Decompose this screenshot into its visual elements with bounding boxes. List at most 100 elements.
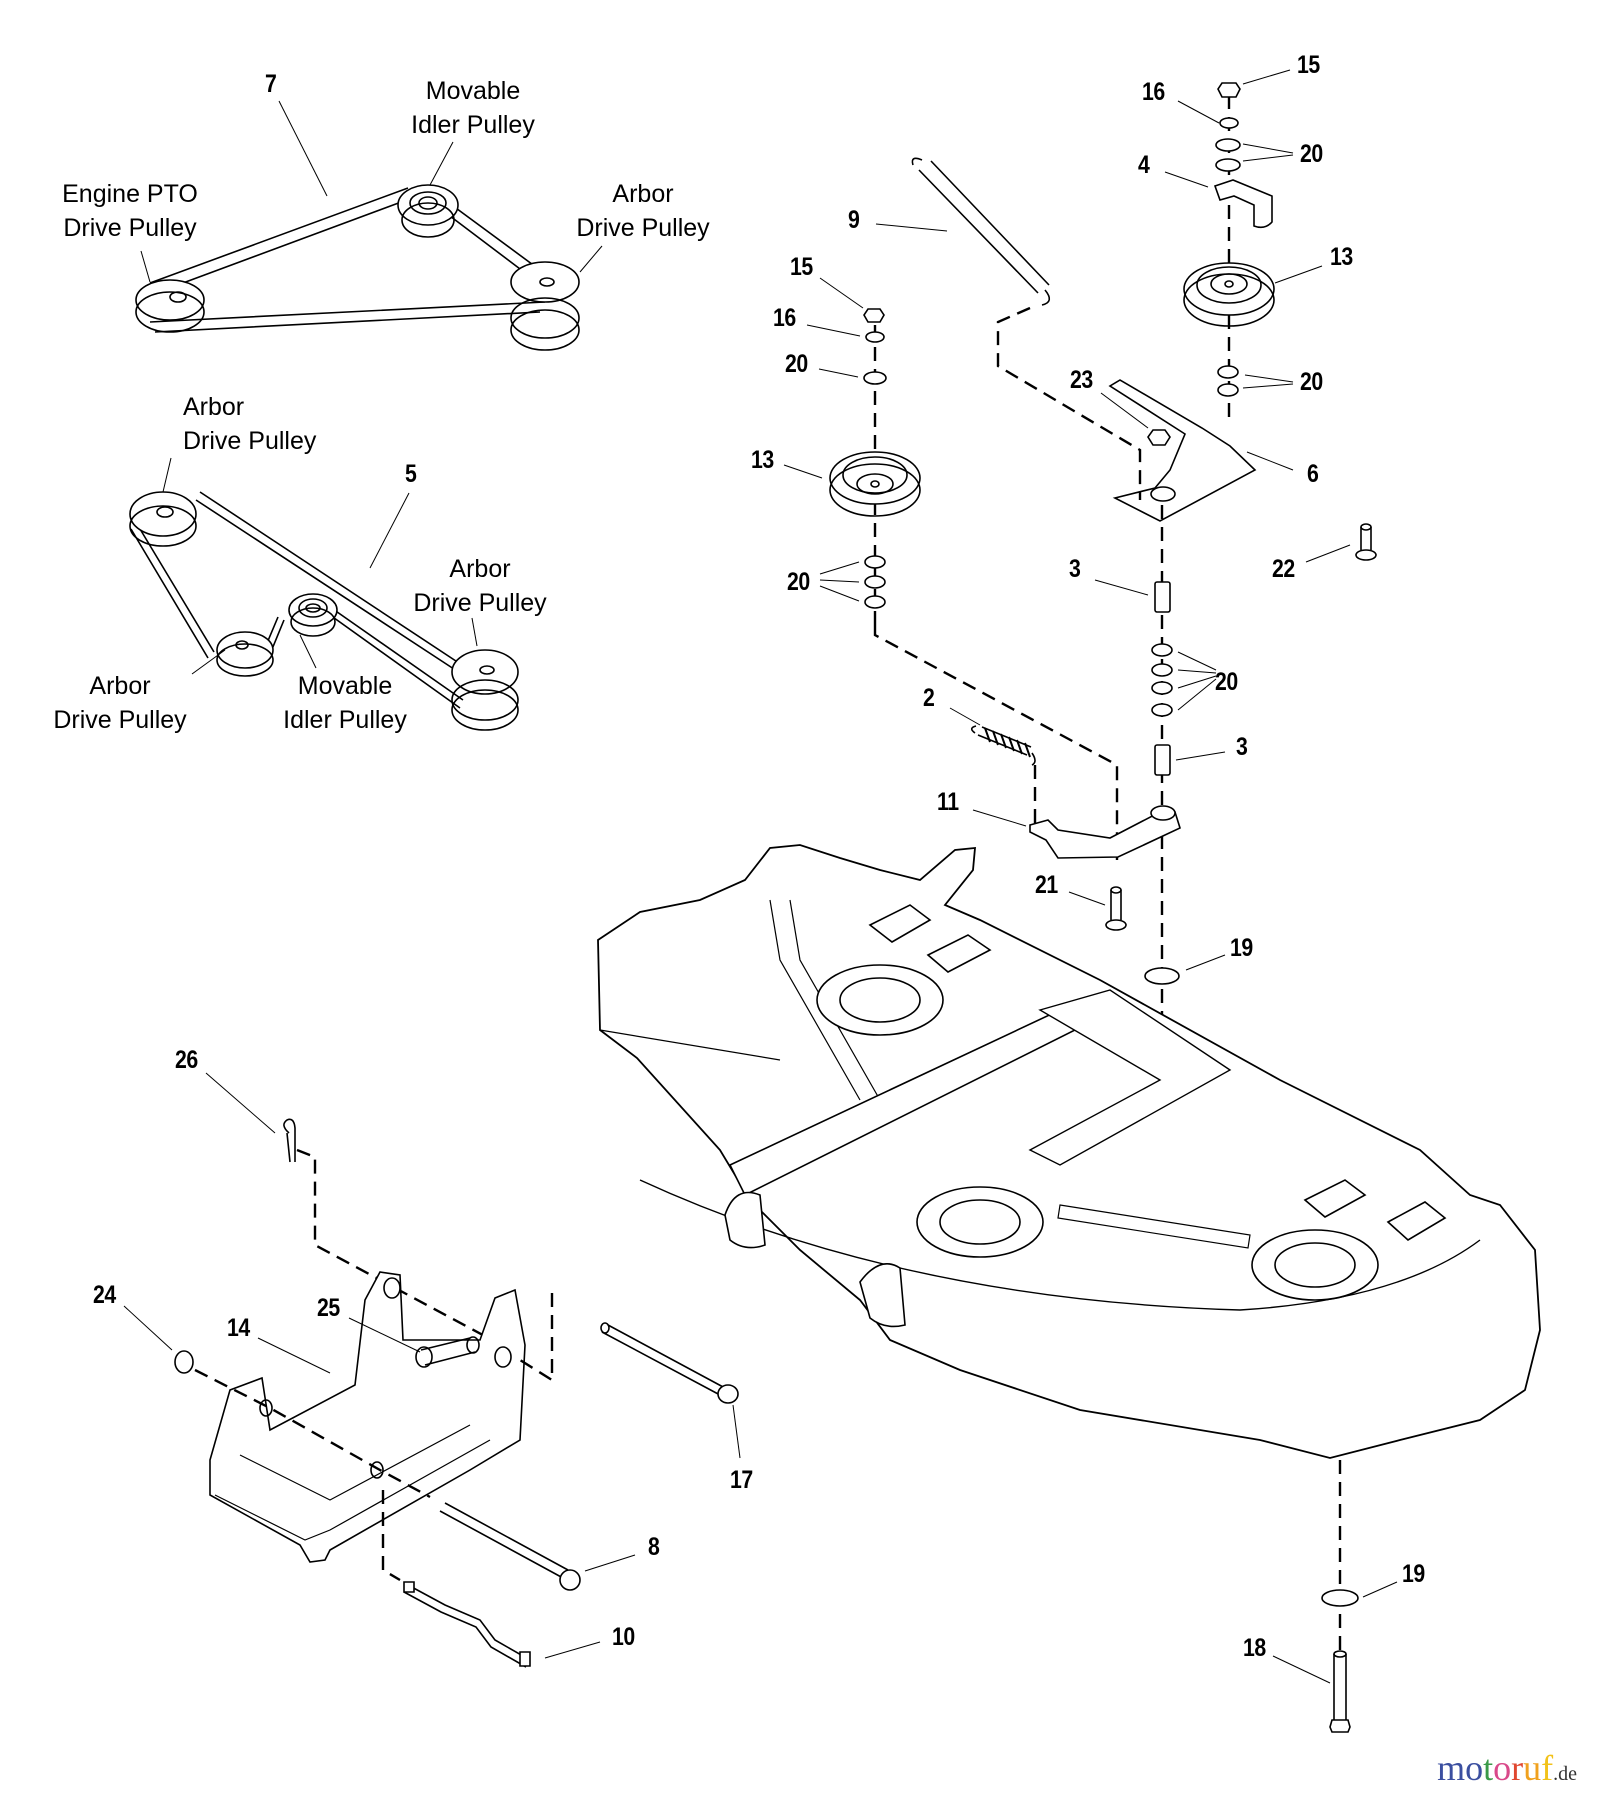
belt-routing-upper [136, 101, 602, 350]
deck-rib [770, 900, 880, 1100]
leader-15-center [820, 278, 863, 308]
washer-19-upper [1145, 968, 1179, 984]
pivot-stack-lower [1152, 505, 1172, 1100]
leader-10 [545, 1642, 600, 1658]
leader-20-right-c [1245, 375, 1293, 382]
spring-9-path [998, 308, 1140, 500]
belt-5 [131, 492, 465, 708]
callout-23: 23 [1070, 366, 1093, 394]
callout-18: 18 [1243, 1634, 1266, 1662]
arbor-drive-pulley-upper [511, 262, 579, 350]
pin-17-path [520, 1293, 552, 1380]
callout-20-center-b: 20 [787, 568, 810, 596]
leader-26 [206, 1073, 275, 1133]
adjustment-rod-10 [404, 1582, 530, 1667]
deck-pads [870, 905, 1445, 1240]
leader-3-upper [1095, 580, 1148, 595]
idler-bracket-4 [1215, 180, 1272, 227]
leader-24 [124, 1306, 172, 1350]
idler-pulley-13-right [1184, 263, 1274, 326]
deck-plate [1030, 990, 1230, 1165]
callout-9: 9 [848, 206, 860, 234]
callout-14: 14 [227, 1314, 250, 1342]
callout-5: 5 [405, 460, 417, 488]
cotter-pin-path [297, 1150, 520, 1355]
leader-22 [1306, 545, 1350, 562]
engine-pto-drive-pulley [136, 280, 204, 332]
leader-20-center-a [819, 369, 858, 377]
callout-19-upper: 19 [1230, 934, 1253, 962]
leader-20-right-b [1243, 155, 1293, 161]
rod-10-path [383, 1490, 400, 1580]
leader-engine-pto [141, 251, 150, 282]
spring-25 [416, 1337, 479, 1367]
watermark-logo[interactable]: motoruf.de [1437, 1750, 1577, 1786]
leader-idler-upper [430, 142, 453, 185]
spindle-mount-center [917, 1187, 1043, 1257]
leader-20-lower-d [1178, 679, 1216, 710]
leader-3-lower [1176, 752, 1225, 760]
callout-20-right-b: 20 [1300, 368, 1323, 396]
watermark-wordmark: motoruf [1437, 1748, 1553, 1788]
leader-20-center-b [820, 562, 859, 574]
leader-8 [585, 1555, 635, 1571]
leader-2 [950, 708, 980, 725]
callout-25: 25 [317, 1294, 340, 1322]
idler-stack-center [830, 309, 920, 625]
spacer-3-upper [1155, 582, 1170, 612]
callout-15-center: 15 [790, 253, 813, 281]
watermark-letter: o [1493, 1748, 1512, 1788]
leader-4 [1165, 172, 1208, 187]
leader-16-center [807, 325, 860, 336]
arbor-drive-pulley-lower-left [217, 632, 273, 676]
lock-washer-16-center [866, 332, 884, 342]
flange-nut-23 [1148, 430, 1170, 445]
callout-13-right: 13 [1330, 243, 1353, 271]
leader-20-center-c [820, 580, 859, 582]
washer-20-right-a [1216, 139, 1240, 151]
callout-2: 2 [923, 684, 935, 712]
nut-15-right [1218, 83, 1240, 97]
callout-16-center: 16 [773, 304, 796, 332]
watermark-letter: o [1465, 1748, 1484, 1788]
washer-20-lower-a [1152, 644, 1172, 656]
deck-inner-rim [640, 1180, 1480, 1310]
washer-20-center-c [865, 576, 885, 588]
washer-20-right-b [1216, 159, 1240, 171]
leader-17 [733, 1405, 740, 1458]
leader-arbor-lower-top [163, 458, 171, 492]
leader-7 [279, 101, 327, 196]
leader-5 [370, 493, 409, 568]
arbor-drive-pulley-lower-top [130, 492, 196, 546]
clevis-pin-17 [601, 1323, 738, 1403]
idler-stack-right [1110, 83, 1274, 521]
lock-washer-16-right [1220, 118, 1238, 128]
lift-bracket-14 [210, 1272, 525, 1562]
leader-13-right [1275, 266, 1322, 283]
callout-16-right: 16 [1142, 78, 1165, 106]
belt-7 [150, 188, 545, 332]
watermark-letter: m [1437, 1748, 1466, 1788]
watermark-tld: .de [1553, 1763, 1577, 1785]
leader-14 [258, 1338, 330, 1373]
leader-16-right [1178, 101, 1219, 123]
washer-20-right-c [1218, 366, 1238, 378]
leader-20-lower-b [1178, 670, 1216, 673]
callout-13-center: 13 [751, 446, 774, 474]
deck-baffle [1058, 1205, 1250, 1248]
watermark-letter: r [1511, 1748, 1524, 1788]
deck-hanger-front [725, 1193, 905, 1327]
watermark-letter: f [1541, 1748, 1554, 1788]
leader-18 [1273, 1656, 1330, 1683]
idler-arm-11 [1030, 812, 1180, 858]
leader-9 [876, 224, 947, 231]
nut-15-center [864, 309, 884, 322]
leader-20-right-a [1243, 144, 1293, 153]
